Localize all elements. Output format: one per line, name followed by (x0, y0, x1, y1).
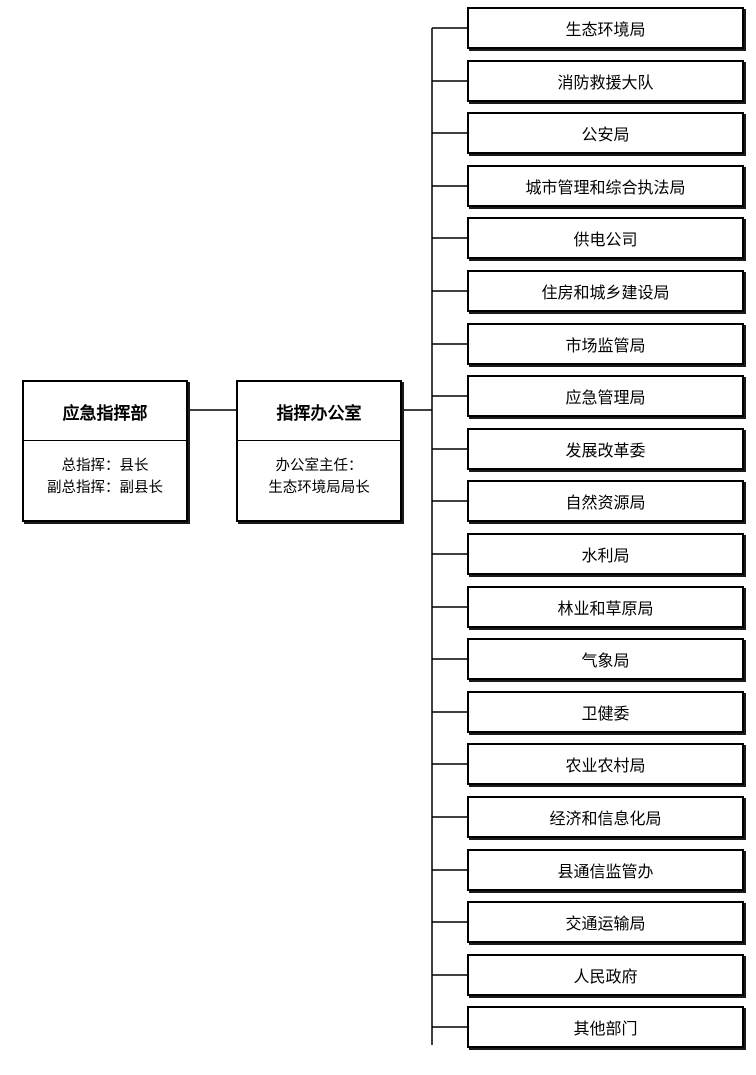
department-label: 供电公司 (573, 230, 638, 249)
department-box: 农业农村局 (467, 743, 744, 785)
connector-branches (432, 27, 467, 1028)
department-box: 水利局 (467, 533, 744, 575)
department-box: 自然资源局 (467, 480, 744, 522)
department-label: 公安局 (581, 125, 630, 144)
department-box: 市场监管局 (467, 323, 744, 365)
department-label: 应急管理局 (565, 388, 646, 407)
office-details: 办公室主任： 生态环境局局长 (238, 441, 400, 499)
department-label: 经济和信息化局 (549, 809, 662, 828)
department-label: 卫健委 (581, 704, 630, 723)
department-box: 应急管理局 (467, 375, 744, 417)
department-box: 城市管理和综合执法局 (467, 165, 744, 207)
command-line-chief: 总指挥：县长 (61, 458, 149, 474)
department-box: 经济和信息化局 (467, 796, 744, 838)
department-label: 其他部门 (573, 1019, 638, 1038)
command-title: 应急指挥部 (24, 382, 186, 441)
office-title: 指挥办公室 (238, 382, 400, 441)
department-label: 农业农村局 (565, 756, 646, 775)
department-label: 人民政府 (573, 967, 638, 986)
office-box: 指挥办公室 办公室主任： 生态环境局局长 (236, 380, 402, 522)
department-label: 住房和城乡建设局 (541, 283, 670, 302)
department-label: 生态环境局 (565, 20, 646, 39)
office-line-director-label: 办公室主任： (275, 458, 363, 474)
department-box: 交通运输局 (467, 901, 744, 943)
department-label: 城市管理和综合执法局 (525, 178, 686, 197)
department-box: 供电公司 (467, 217, 744, 259)
office-line-director: 生态环境局局长 (268, 480, 370, 496)
department-box: 林业和草原局 (467, 586, 744, 628)
department-box: 生态环境局 (467, 7, 744, 49)
department-label: 交通运输局 (565, 914, 646, 933)
department-label: 县通信监管办 (557, 862, 654, 881)
department-box: 消防救援大队 (467, 60, 744, 102)
department-label: 林业和草原局 (557, 599, 654, 618)
department-box: 发展改革委 (467, 428, 744, 470)
department-box: 气象局 (467, 638, 744, 680)
department-box: 公安局 (467, 112, 744, 154)
department-box: 人民政府 (467, 954, 744, 996)
department-label: 自然资源局 (565, 493, 646, 512)
department-label: 消防救援大队 (557, 73, 654, 92)
department-label: 市场监管局 (565, 336, 646, 355)
command-line-deputy: 副总指挥：副县长 (47, 480, 163, 496)
department-label: 发展改革委 (565, 441, 646, 460)
department-box: 其他部门 (467, 1006, 744, 1048)
department-box: 住房和城乡建设局 (467, 270, 744, 312)
command-box: 应急指挥部 总指挥：县长 副总指挥：副县长 (22, 380, 188, 522)
department-label: 气象局 (581, 651, 630, 670)
department-label: 水利局 (581, 546, 630, 565)
department-box: 县通信监管办 (467, 849, 744, 891)
department-box: 卫健委 (467, 691, 744, 733)
command-details: 总指挥：县长 副总指挥：副县长 (24, 441, 186, 499)
